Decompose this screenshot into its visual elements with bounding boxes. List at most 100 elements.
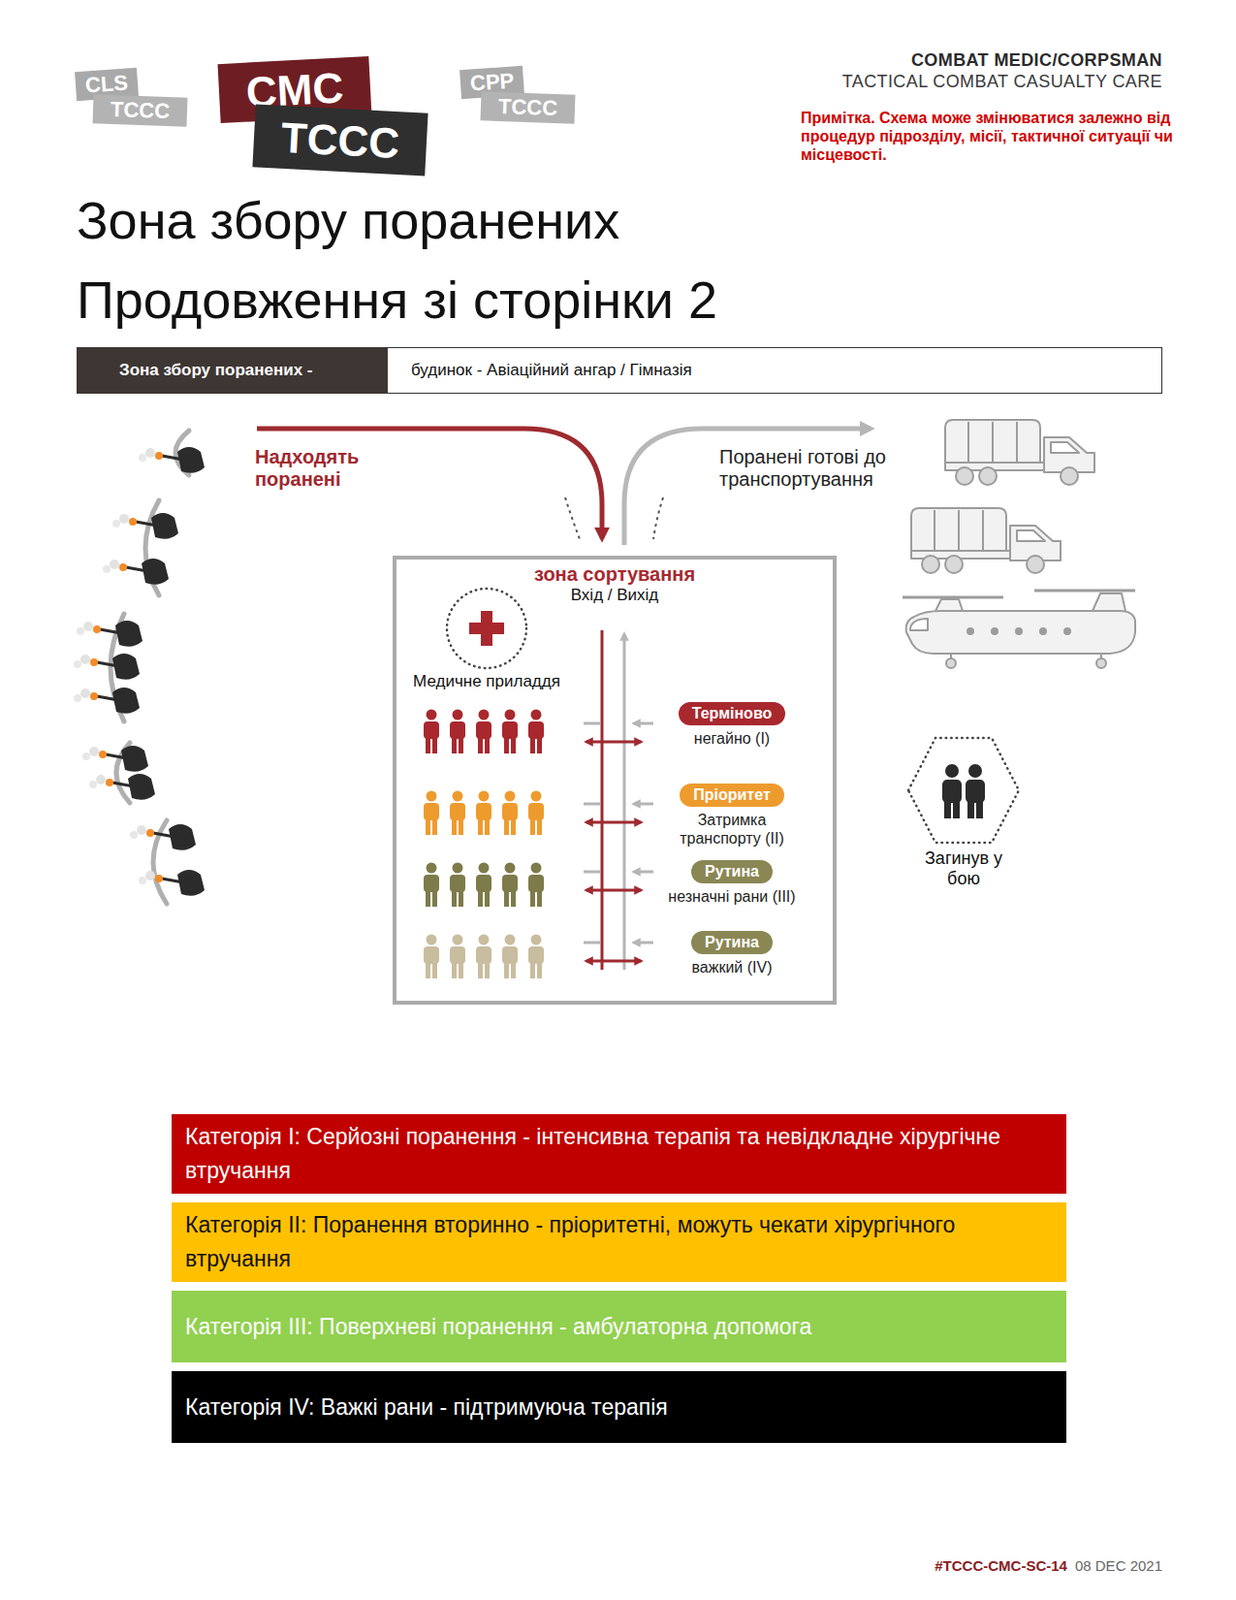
- person-figure: [449, 934, 466, 980]
- header-cell: Зона збору поранених -: [76, 347, 388, 394]
- flow-label: Поранені готові до транспортування: [719, 445, 938, 491]
- soldier-body: [112, 687, 140, 714]
- hexagon-icon: [905, 733, 1022, 847]
- supply-label: Медичне приладдя: [399, 671, 574, 692]
- person-head: [452, 934, 464, 946]
- priority-pill: Рутинаважкий (IV): [654, 930, 810, 977]
- cabin-window: [990, 627, 999, 635]
- smoke-puff: [89, 780, 97, 789]
- fallen-figure: [942, 763, 962, 819]
- cabin-window: [1039, 627, 1047, 635]
- row-arrow: [602, 740, 641, 744]
- person-head: [478, 791, 490, 802]
- person-head: [452, 709, 464, 721]
- truck-rib: [934, 509, 983, 551]
- person-head: [968, 763, 983, 778]
- person-head: [478, 862, 490, 874]
- person-leg: [451, 960, 457, 979]
- pill-caption: незначні рани (III): [664, 887, 800, 906]
- smoke-puff: [136, 824, 147, 835]
- row-arrow: [586, 959, 603, 963]
- smoke-puff: [138, 453, 147, 462]
- triage-area: Медичне приладдяТерміновонегайно (I) Пріо…: [392, 555, 837, 1005]
- person-head: [531, 791, 542, 802]
- rotor-tower: [1092, 593, 1126, 611]
- person-leg: [530, 888, 536, 907]
- legend-band: Категорія IV: Важкі рани - підтримуюча т…: [171, 1370, 1067, 1443]
- row-tick: [583, 870, 601, 874]
- soldier-figure: [102, 558, 169, 585]
- truck-icon: [911, 507, 1061, 573]
- smoke-puff: [95, 774, 106, 785]
- dotted-circle: [446, 588, 527, 668]
- pill-label: Рутина: [691, 930, 773, 954]
- person-figure: [449, 862, 466, 908]
- truck-window: [1016, 530, 1046, 541]
- course-tag: TCCC: [252, 103, 428, 176]
- row-arrow: [586, 888, 603, 892]
- smoke-puff: [73, 694, 82, 702]
- flow-label: Надходять поранені: [254, 445, 391, 491]
- helicopter-body: [906, 610, 1136, 654]
- person-figure: [502, 862, 518, 908]
- smoke-puff: [80, 688, 91, 698]
- truck-wheel: [1060, 467, 1078, 485]
- person-leg: [484, 817, 490, 835]
- row-arrow: [633, 870, 654, 874]
- row-arrow-set: [583, 942, 654, 961]
- person-figure: [475, 862, 492, 908]
- truck-wheel: [1026, 555, 1045, 573]
- person-leg: [477, 735, 483, 754]
- person-head: [452, 862, 464, 874]
- cabin-window: [1014, 627, 1023, 635]
- soldier-body: [127, 773, 156, 800]
- muzzle-flash: [119, 563, 127, 571]
- row-arrow: [602, 821, 641, 824]
- person-figure: [502, 709, 518, 755]
- truck-canopy: [945, 419, 1041, 463]
- person-head: [426, 709, 438, 721]
- truck-wheel: [979, 467, 997, 485]
- person-leg: [458, 817, 464, 835]
- smoke-puff: [89, 746, 99, 757]
- priority-pill: ПріоритетЗатримка транспорту (II): [654, 783, 810, 848]
- area-subheading: Вхід / Вихід: [396, 585, 833, 605]
- person-figure: [528, 862, 544, 908]
- pill-caption: Затримка транспорту (II): [664, 810, 800, 848]
- truck-icon: [945, 419, 1095, 485]
- soldier-figure: [89, 773, 156, 800]
- soldier-body: [151, 512, 179, 539]
- person-figure: [423, 791, 440, 836]
- tag-text: TCCC: [498, 93, 559, 123]
- person-leg: [530, 817, 536, 835]
- header-cell-text: Зона збору поранених -: [119, 360, 314, 381]
- person-head: [531, 862, 542, 874]
- helicopter-icon: [902, 590, 1136, 668]
- person-leg: [510, 960, 516, 979]
- header-text: TACTICAL COMBAT CASUALTY CARE: [842, 71, 1163, 93]
- legend-text: Категорія IV: Важкі рани - підтримуюча т…: [185, 1390, 668, 1425]
- truck-wheel: [945, 555, 963, 573]
- soldier-figure: [112, 512, 179, 539]
- person-head: [426, 934, 438, 946]
- pill-label: Терміново: [678, 701, 787, 726]
- tag-text: TCCC: [280, 109, 402, 172]
- person-leg: [537, 960, 542, 979]
- soldier-figure: [76, 620, 143, 647]
- footer: #TCCC-CMC-SC-1408 DEC 2021: [934, 1556, 1163, 1574]
- smoke-puff: [119, 513, 129, 524]
- person-leg: [510, 888, 516, 907]
- row-arrow: [633, 941, 654, 945]
- priority-pill: Рутинанезначні рани (III): [654, 859, 810, 906]
- person-head: [505, 791, 516, 802]
- row-tick: [583, 941, 601, 945]
- person-figure: [423, 934, 440, 980]
- person-figure: [475, 791, 492, 836]
- header-cell-text: будинок - Авіаційний ангар / Гімназія: [411, 360, 693, 381]
- smoke-puff: [82, 752, 91, 761]
- footer-date: 08 DEC 2021: [1075, 1556, 1163, 1574]
- pill-caption: негайно (I): [664, 728, 800, 748]
- smoke-puff: [145, 447, 156, 458]
- person-leg: [484, 960, 490, 979]
- smoke-puff: [73, 660, 82, 668]
